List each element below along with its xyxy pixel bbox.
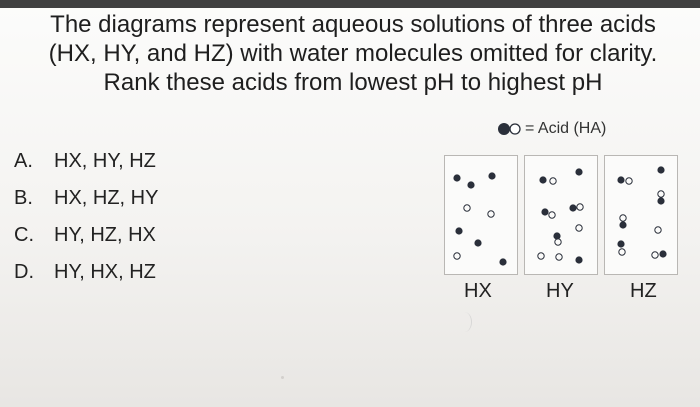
diagram-hz <box>604 155 678 275</box>
option-text: HY, HZ, HX <box>54 224 156 246</box>
answer-options: A. HX, HY, HZ B. HX, HZ, HY C. HY, HZ, H… <box>14 143 158 291</box>
option-letter: D. <box>14 261 34 283</box>
stray-pen-mark <box>457 312 472 332</box>
question-line-2: (HX, HY, and HZ) with water molecules om… <box>48 40 658 67</box>
option-letter: C. <box>14 224 34 246</box>
option-b[interactable]: B. HX, HZ, HY <box>14 180 158 217</box>
top-border <box>0 0 700 8</box>
hz-particles <box>617 166 667 259</box>
diagram-hy <box>524 155 598 275</box>
diagram-hx <box>444 155 518 275</box>
question-line-3: Rank these acids from lowest pH to highe… <box>103 69 603 96</box>
hy-particles <box>537 168 584 264</box>
question-line-1: The diagrams represent aqueous solutions… <box>50 11 656 38</box>
option-d[interactable]: D. HY, HX, HZ <box>14 254 158 291</box>
stray-dot <box>281 376 284 379</box>
legend: = Acid (HA) <box>497 120 606 138</box>
solution-diagrams <box>444 155 684 275</box>
option-letter: A. <box>14 150 33 172</box>
legend-label: = Acid (HA) <box>525 120 607 137</box>
option-text: HX, HZ, HY <box>54 187 159 209</box>
hx-particles <box>453 172 507 266</box>
question-text: The diagrams represent aqueous solutions… <box>18 10 688 97</box>
option-text: HY, HX, HZ <box>54 261 156 283</box>
option-a[interactable]: A. HX, HY, HZ <box>14 143 158 180</box>
option-letter: B. <box>14 187 33 209</box>
option-text: HX, HY, HZ <box>54 150 156 172</box>
diagram-label-hz: HZ <box>630 280 657 302</box>
diagram-label-hy: HY <box>546 280 574 302</box>
diagram-label-hx: HX <box>464 280 492 302</box>
option-c[interactable]: C. HY, HZ, HX <box>14 217 158 254</box>
acid-molecule-icon <box>498 123 521 135</box>
